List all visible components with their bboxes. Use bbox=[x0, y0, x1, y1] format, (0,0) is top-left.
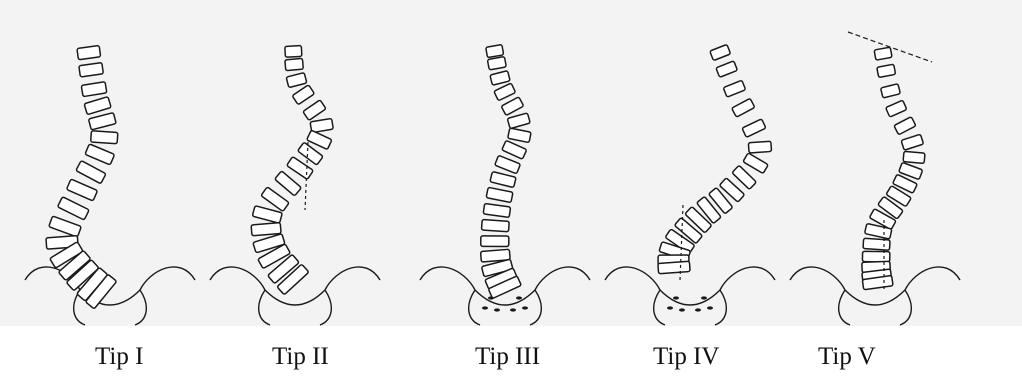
sacral-foramen bbox=[667, 306, 673, 309]
vertebra bbox=[886, 100, 907, 117]
vertebra bbox=[481, 219, 509, 231]
vertebra bbox=[275, 171, 302, 196]
vertebra bbox=[481, 236, 509, 247]
vertebra bbox=[743, 153, 768, 174]
scoliosis-types-diagram bbox=[0, 0, 1022, 326]
vertebra bbox=[874, 47, 892, 60]
vertebra bbox=[66, 179, 97, 201]
spine-2 bbox=[210, 46, 380, 325]
vertebra bbox=[742, 119, 766, 138]
spine-4 bbox=[605, 44, 775, 325]
vertebra bbox=[501, 97, 524, 116]
sacral-foramen bbox=[707, 306, 713, 309]
spine-3 bbox=[420, 44, 590, 325]
vertebra bbox=[251, 223, 281, 236]
vertebra bbox=[862, 251, 889, 262]
vertebra bbox=[490, 172, 516, 188]
vertebra bbox=[894, 117, 916, 135]
sacral-foramen bbox=[679, 308, 685, 311]
type-label-tip-v: Tip V bbox=[818, 343, 876, 371]
sacral-foramen bbox=[522, 306, 528, 309]
vertebra bbox=[286, 73, 307, 88]
vertebra bbox=[716, 61, 738, 78]
vertebra bbox=[88, 113, 116, 130]
vertebra bbox=[732, 98, 755, 117]
vertebra bbox=[723, 80, 745, 97]
vertebra bbox=[81, 82, 107, 97]
vertebra bbox=[76, 161, 106, 184]
type-label-tip-i: Tip I bbox=[95, 343, 143, 371]
vertebra bbox=[502, 140, 527, 159]
vertebra bbox=[49, 216, 82, 237]
vertebra bbox=[748, 141, 771, 153]
vertebra bbox=[903, 151, 925, 163]
vertebra bbox=[508, 128, 531, 143]
spine-5 bbox=[790, 32, 960, 325]
vertebra bbox=[486, 44, 504, 57]
vertebra bbox=[881, 84, 901, 98]
vertebra bbox=[57, 197, 89, 220]
vertebra bbox=[507, 113, 530, 129]
sacral-foramen bbox=[701, 296, 707, 299]
vertebra bbox=[490, 71, 510, 86]
type-label-tip-iv: Tip IV bbox=[653, 343, 719, 371]
pelvis-outline bbox=[605, 267, 775, 325]
sacral-foramen bbox=[510, 308, 516, 311]
sacral-foramen bbox=[673, 296, 679, 299]
vertebra bbox=[77, 46, 101, 60]
vertebra bbox=[863, 238, 890, 250]
vertebra bbox=[495, 155, 521, 174]
vertebra bbox=[483, 203, 510, 217]
vertebra bbox=[303, 100, 326, 121]
vertebra bbox=[84, 97, 111, 115]
vertebra bbox=[292, 85, 314, 105]
vertebra bbox=[285, 46, 302, 58]
type-label-tip-ii: Tip II bbox=[272, 343, 329, 371]
vertebra bbox=[487, 57, 506, 70]
sacral-foramen bbox=[482, 306, 488, 309]
vertebra bbox=[486, 187, 513, 202]
vertebra bbox=[710, 44, 731, 60]
spine-1 bbox=[25, 46, 195, 325]
sacral-foramen bbox=[695, 308, 701, 311]
vertebra bbox=[285, 58, 303, 70]
sacral-foramen bbox=[494, 308, 500, 311]
vertebra bbox=[658, 261, 690, 273]
sacral-foramen bbox=[516, 296, 522, 299]
vertebra bbox=[91, 131, 118, 144]
type-label-tip-iii: Tip III bbox=[475, 343, 540, 371]
vertebra bbox=[85, 144, 115, 165]
vertebra bbox=[877, 64, 896, 77]
vertebra bbox=[901, 134, 923, 150]
vertebra bbox=[494, 83, 516, 101]
vertebra bbox=[79, 63, 104, 77]
spine-illustrations bbox=[0, 0, 1022, 326]
